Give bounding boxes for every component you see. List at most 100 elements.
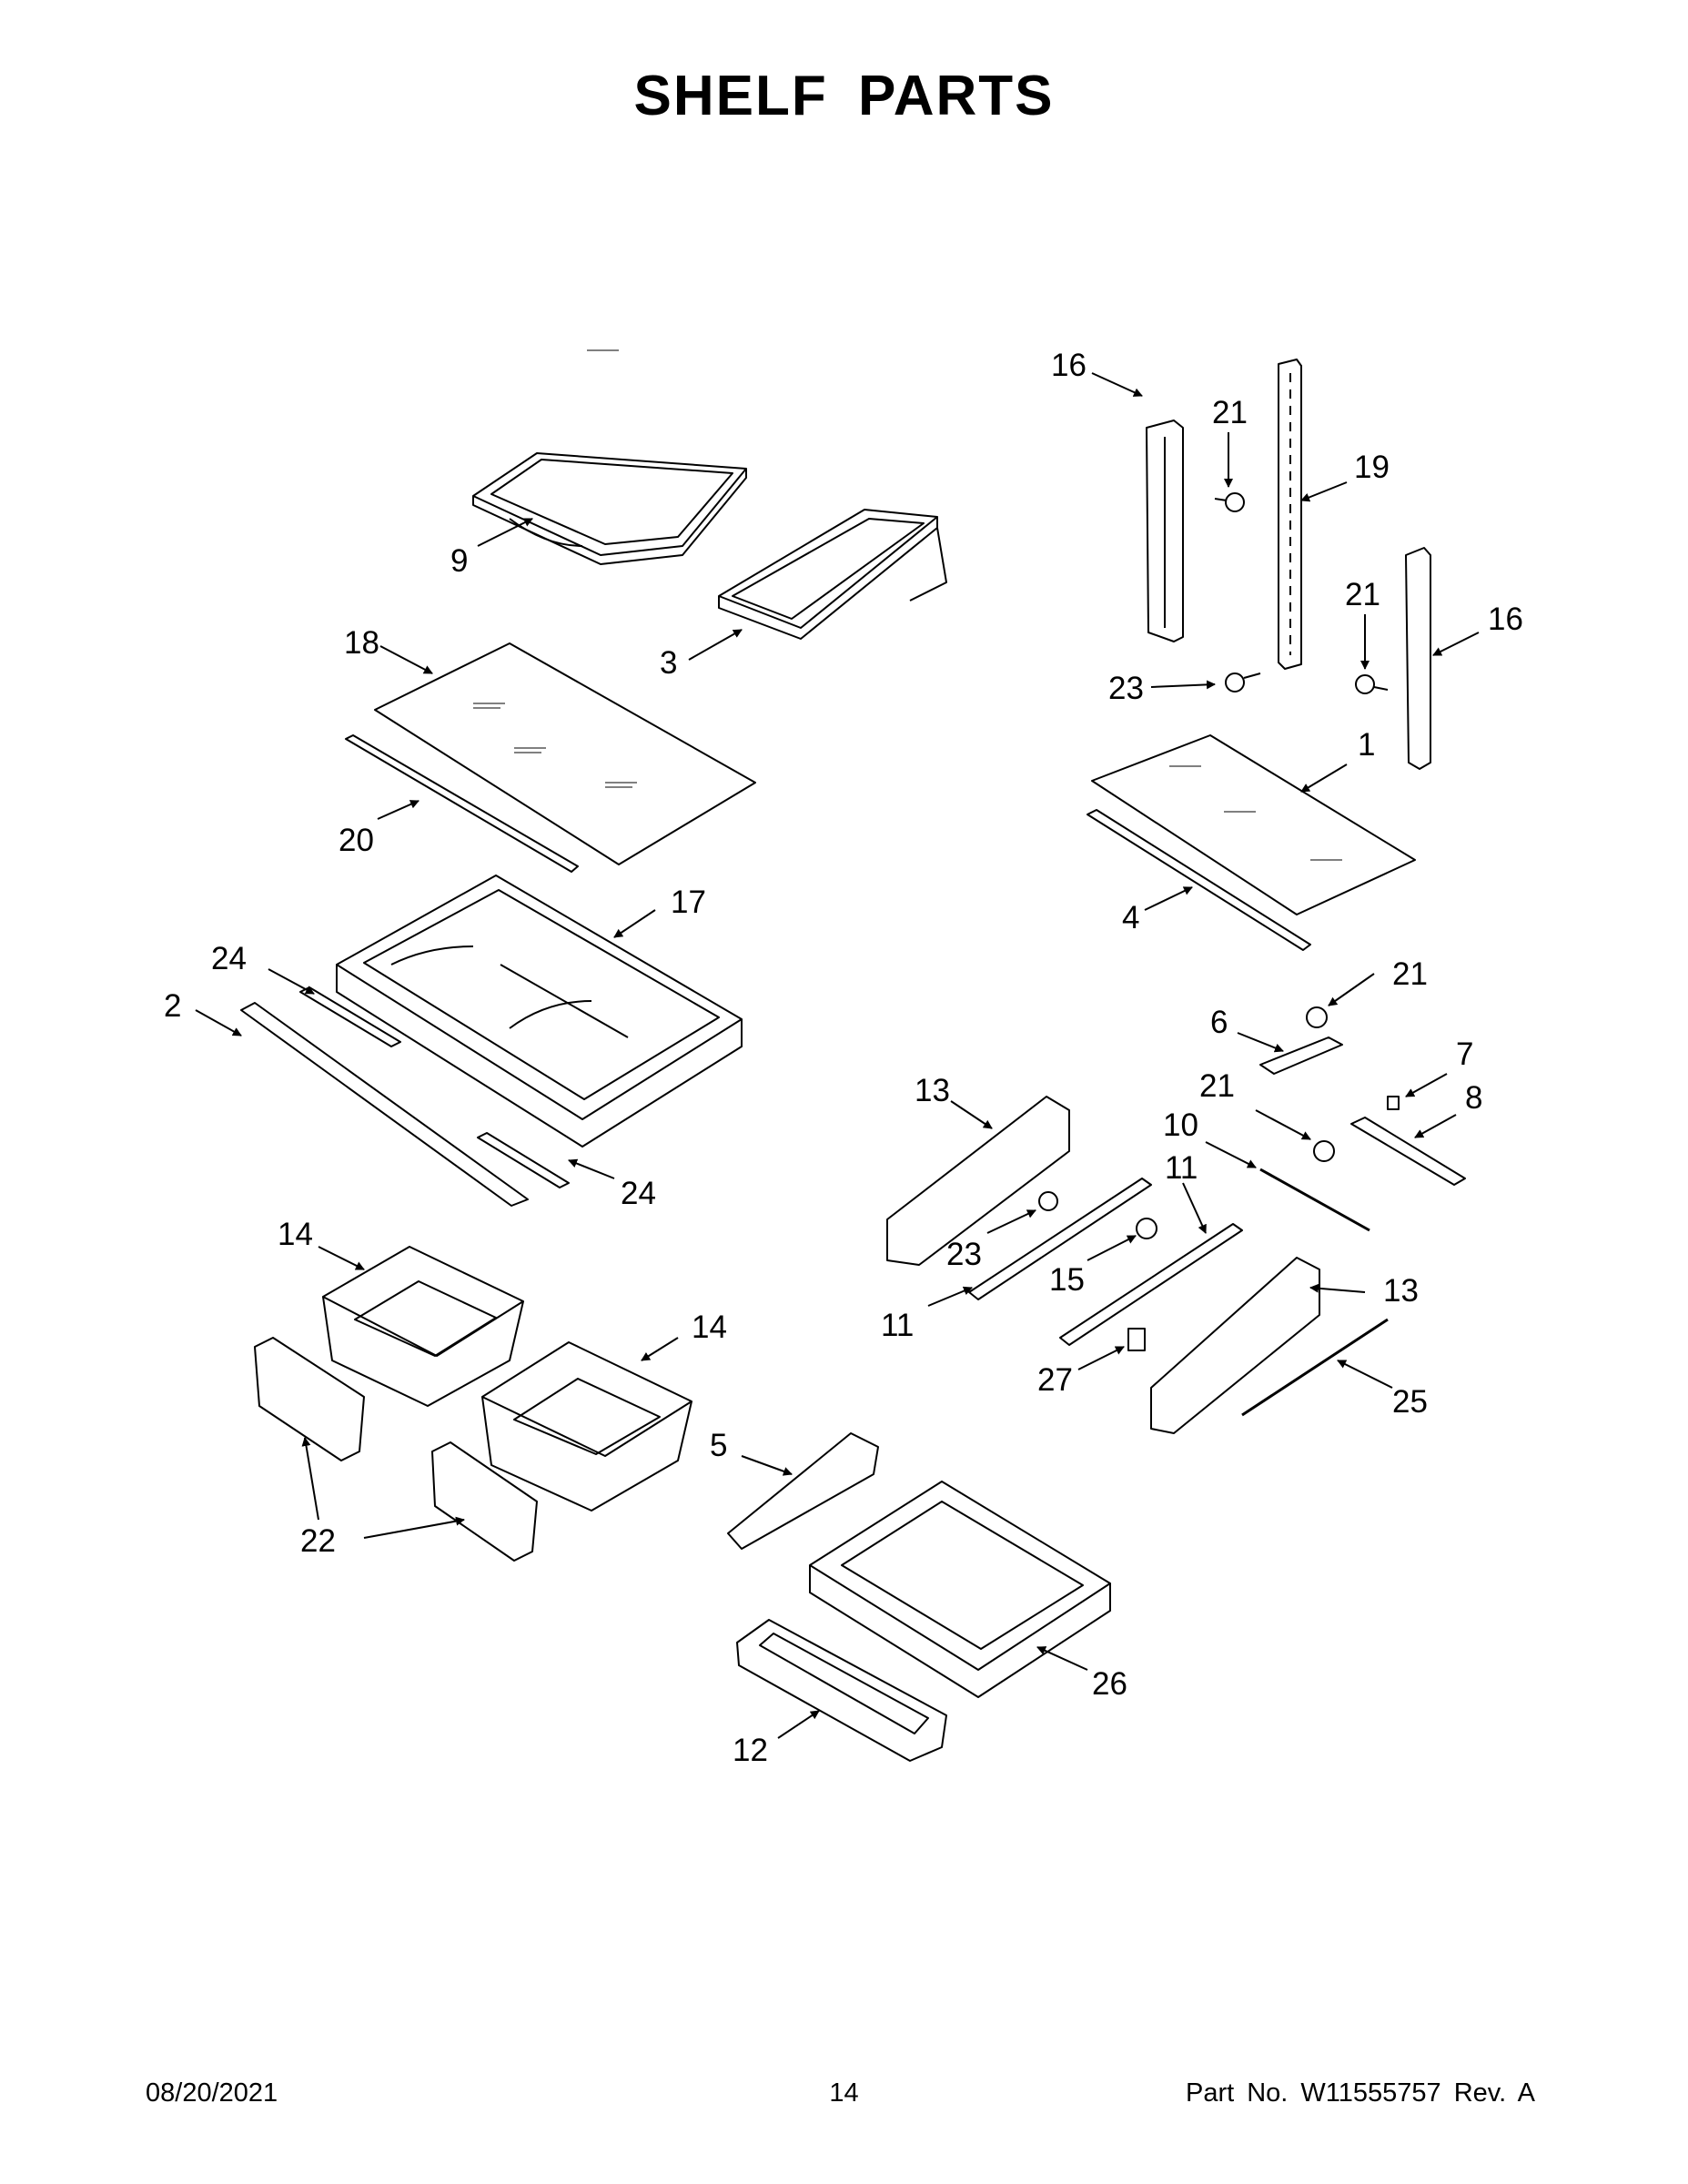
leader-12: [777, 1710, 820, 1739]
callout-15: 15: [1049, 1262, 1085, 1298]
callout-2: 2: [164, 988, 181, 1024]
leader-11b: [1182, 1182, 1207, 1234]
leader-20: [377, 800, 419, 820]
part-22-handle-right: [431, 1441, 538, 1562]
callout-25: 25: [1392, 1384, 1428, 1420]
part-17-crisper-cover: [336, 875, 743, 1148]
part-5-rail: [727, 1432, 879, 1550]
callout-12: 12: [733, 1733, 768, 1768]
callout-21d: 21: [1199, 1068, 1235, 1104]
leader-6: [1237, 1032, 1284, 1053]
part-19-vertical-rail: [1278, 359, 1302, 670]
part-20-trim-strip: [345, 734, 579, 873]
callout-11a: 11: [881, 1308, 914, 1343]
page-title: SHELF PARTS: [633, 65, 1055, 127]
callout-14a: 14: [278, 1217, 313, 1252]
leader-4: [1144, 886, 1193, 911]
leader-21d: [1255, 1109, 1311, 1140]
callout-14b: 14: [692, 1309, 727, 1345]
part-11-slide-right: [1059, 1223, 1243, 1346]
callout-24b: 24: [621, 1176, 656, 1211]
part-10-rod: [1259, 1168, 1370, 1232]
part-15-screw: [1136, 1218, 1157, 1239]
leader-27: [1077, 1346, 1125, 1370]
part-1-glass-panel: [1091, 734, 1416, 915]
part-27-clip: [1127, 1328, 1146, 1351]
leader-9: [477, 518, 533, 547]
part-7-clip: [1387, 1096, 1400, 1110]
callout-22: 22: [300, 1523, 336, 1559]
leader-5: [741, 1455, 793, 1476]
leader-18: [379, 645, 433, 674]
leader-23b: [986, 1209, 1036, 1234]
part-22-handle-left: [254, 1337, 365, 1461]
callout-24a: 24: [211, 941, 247, 976]
part-6-bracket: [1259, 1036, 1343, 1075]
callout-4: 4: [1122, 900, 1139, 935]
leader-11a: [927, 1286, 973, 1307]
callout-5: 5: [710, 1428, 727, 1463]
leader-21c: [1328, 973, 1375, 1006]
leader-7: [1405, 1073, 1448, 1097]
callout-23a: 23: [1108, 671, 1144, 706]
callout-7: 7: [1456, 1036, 1473, 1072]
part-2-front-trim: [240, 1002, 529, 1207]
part-13-housing-right: [1150, 1257, 1320, 1434]
part-14-drawer-left: [322, 1246, 524, 1407]
callout-3: 3: [660, 645, 677, 681]
part-24-bracket-lower: [477, 1132, 570, 1188]
part-23-screw-b: [1038, 1191, 1058, 1211]
leader-3: [688, 629, 743, 661]
footer-part-number: Part No. W11555757 Rev. A: [1185, 2078, 1535, 2108]
callout-21a: 21: [1212, 395, 1248, 430]
callout-21b: 21: [1345, 577, 1380, 612]
part-14-drawer-right: [481, 1341, 692, 1512]
callout-16a: 16: [1051, 348, 1087, 383]
leader-22a: [301, 1437, 319, 1521]
part-12-drawer-front: [736, 1619, 947, 1762]
leader-16b: [1432, 632, 1480, 656]
callout-27: 27: [1037, 1362, 1073, 1398]
callout-20: 20: [339, 823, 374, 858]
callout-18: 18: [344, 625, 379, 661]
callout-11b: 11: [1165, 1150, 1198, 1186]
part-25-wire: [1241, 1318, 1389, 1417]
footer-page-number: 14: [829, 2078, 859, 2108]
leader-13b: [1309, 1283, 1366, 1293]
part-3-small-shelf: [718, 509, 947, 640]
callout-19: 19: [1354, 450, 1390, 485]
part-23-screw-a: [1225, 672, 1261, 693]
callout-21c: 21: [1392, 956, 1428, 992]
part-21-screw-a: [1214, 492, 1245, 512]
leader-8: [1414, 1114, 1457, 1138]
leader-26: [1036, 1646, 1088, 1671]
leader-10: [1205, 1141, 1257, 1168]
leader-23a: [1150, 680, 1216, 690]
leader-13a: [950, 1100, 993, 1129]
leader-14b: [641, 1337, 679, 1361]
part-21-screw-d: [1313, 1140, 1335, 1162]
footer-date: 08/20/2021: [146, 2078, 278, 2108]
leader-15: [1087, 1235, 1137, 1261]
callout-13b: 13: [1383, 1273, 1419, 1309]
callout-26: 26: [1092, 1666, 1127, 1702]
leader-2: [195, 1009, 242, 1036]
part-13-housing-left: [886, 1096, 1070, 1266]
part-8-slide: [1350, 1117, 1466, 1186]
part-18-glass-panel: [374, 642, 756, 865]
leader-25: [1337, 1360, 1393, 1389]
part-9-shelf-frame: [472, 349, 747, 565]
callout-6: 6: [1210, 1005, 1228, 1040]
callout-10: 10: [1163, 1107, 1198, 1143]
leader-24a: [268, 968, 315, 995]
part-11-slide-left: [968, 1178, 1152, 1300]
leader-16a: [1091, 372, 1143, 397]
part-21-screw-c: [1306, 1006, 1328, 1028]
leader-1: [1300, 763, 1348, 793]
callout-8: 8: [1465, 1080, 1482, 1116]
callout-1: 1: [1358, 727, 1375, 763]
part-26-pan: [809, 1481, 1111, 1698]
leader-22b: [363, 1516, 465, 1539]
